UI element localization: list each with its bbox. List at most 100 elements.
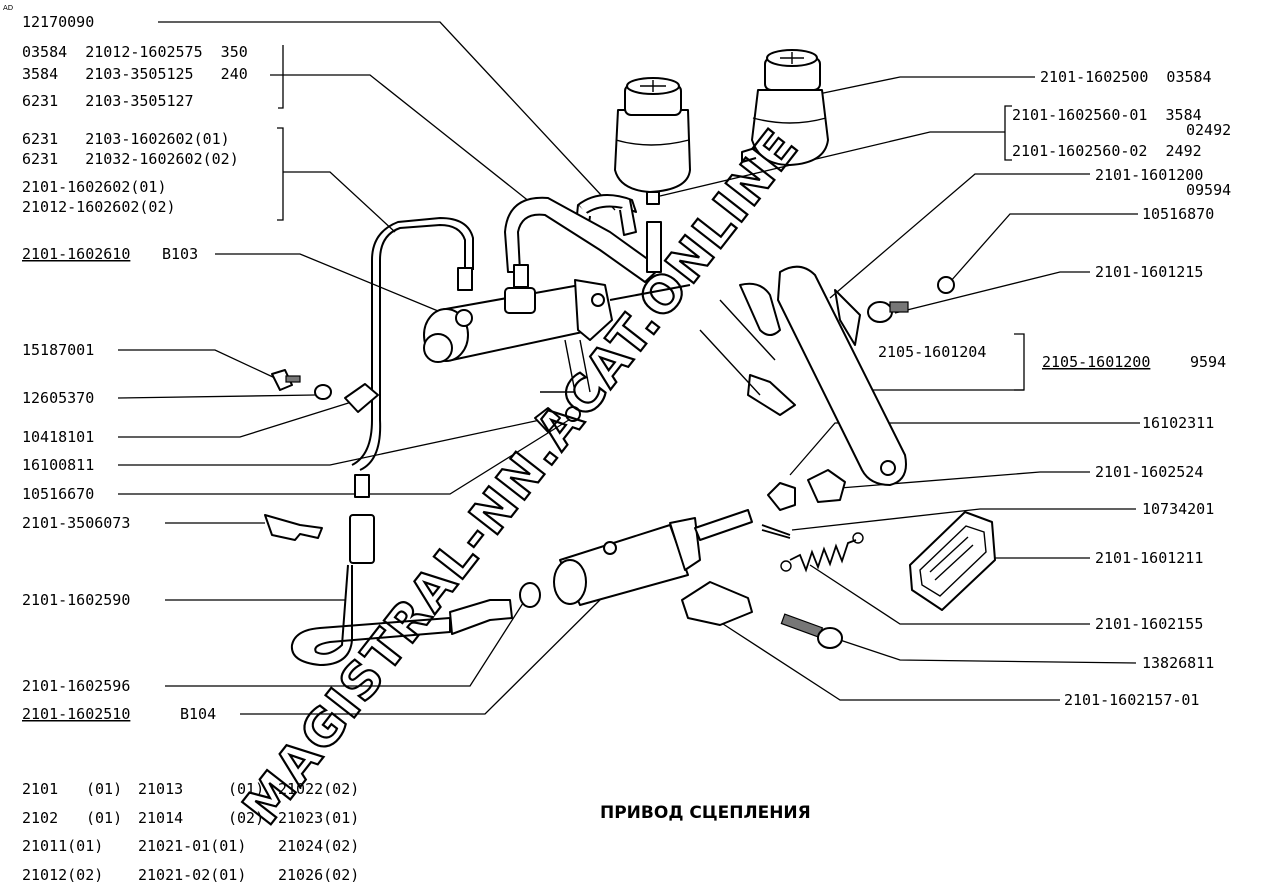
- leader-2101-1602610: [215, 253, 456, 319]
- label-10516870: 10516870: [1142, 205, 1214, 223]
- label-10516670: 10516670: [22, 485, 94, 503]
- label-2101-1601200: 2101-1601200: [1095, 166, 1203, 184]
- washer-10516670: [565, 406, 581, 422]
- pivot-ball-thread: [889, 301, 909, 313]
- spring-hook-left: [780, 560, 792, 572]
- washer-10516870: [937, 276, 955, 294]
- spring-coils: [789, 539, 857, 573]
- clamp-band: [577, 194, 637, 215]
- clamp-right: [619, 199, 637, 236]
- bolt-13826811-thread: [780, 613, 824, 638]
- model-cell: 21014: [138, 809, 183, 827]
- label-2101-1601211: 2101-1601211: [1095, 549, 1203, 567]
- bracket-2101-3506073: [264, 514, 323, 541]
- bolt-13826811-head: [817, 627, 843, 649]
- bolt-15187001: [271, 369, 293, 391]
- leader-2101-1602524: [839, 471, 1090, 489]
- pushrod: [609, 284, 691, 301]
- model-cell: 21012(02): [22, 866, 103, 884]
- label-2105-1601200-suffix: 9594: [1190, 353, 1226, 371]
- label-21012-1602575: 03584 21012-1602575 350: [22, 43, 248, 61]
- label-2101-1602510: 2101-1602510: [22, 705, 130, 723]
- model-cell: (01): [228, 780, 264, 798]
- leader-12605370: [117, 394, 316, 399]
- leader-10418101: [118, 399, 359, 438]
- bracket-pipe-group: [277, 127, 284, 221]
- label-2101-1602155: 2101-1602155: [1095, 615, 1203, 633]
- label-2103-1602602: 6231 2103-1602602(01): [22, 130, 230, 148]
- model-cell: 21011(01): [22, 837, 103, 855]
- pivot-ball: [867, 276, 955, 323]
- label-2101-1602157-01: 2101-1602157-01: [1064, 691, 1199, 709]
- return-spring: [780, 532, 864, 573]
- label-15187001: 15187001: [22, 341, 94, 359]
- hose-body: [290, 564, 451, 666]
- label-2101-1602524: 2101-1602524: [1095, 463, 1203, 481]
- label-2101-1602590: 2101-1602590: [22, 591, 130, 609]
- reservoir-left-ridge: [615, 139, 690, 146]
- metal-pipe: [351, 216, 474, 471]
- label-16102311: 16102311: [1142, 414, 1214, 432]
- reservoir-right-body: [751, 89, 829, 166]
- pedal-pad: [909, 511, 996, 611]
- reservoir-left-cap-cross: [640, 80, 666, 92]
- label-2105-1601200: 2105-1601200: [1042, 353, 1150, 371]
- model-cell: 21022(02): [278, 780, 359, 798]
- model-cell: 21013: [138, 780, 183, 798]
- fork-left: [739, 282, 781, 336]
- left-fasteners: [271, 369, 581, 433]
- label-21012-1602602: 21012-1602602(02): [22, 198, 176, 216]
- reservoir-right: [741, 49, 829, 166]
- label-2101-3506073: 2101-3506073: [22, 514, 130, 532]
- fork-edge-lines: [699, 299, 776, 396]
- leader-hose-group: [270, 74, 541, 211]
- bracket-hose-group: [278, 45, 284, 109]
- pedal-pad-grooves: [929, 536, 974, 581]
- bleed-screw: [603, 541, 617, 555]
- label-2103-3505127: 6231 2103-3505127: [22, 92, 194, 110]
- label-21032-1602602: 6231 21032-1602602(02): [22, 150, 239, 168]
- reservoir-right-outlet: [741, 147, 757, 163]
- model-cell: 21024(02): [278, 837, 359, 855]
- model-cell: 21026(02): [278, 866, 359, 884]
- pedal-pad-body: [909, 511, 996, 611]
- bolt-thread: [285, 375, 301, 383]
- leader-12170090: [158, 21, 616, 211]
- hose-union: [449, 599, 513, 635]
- label-2101-1602610-suffix: B103: [162, 245, 198, 263]
- label-2101-1602560-01: 2101-1602560-01 3584: [1012, 106, 1202, 124]
- model-cell: 2101: [22, 780, 58, 798]
- pipe-fittings: [354, 267, 473, 498]
- leader-2101-1601200: [829, 173, 1090, 299]
- nut-2101-1602524: [807, 469, 846, 503]
- leader-16100811: [118, 419, 541, 466]
- leader-10516870: [949, 213, 1138, 283]
- label-12170090: 12170090: [22, 13, 94, 31]
- fork-lower-tab: [747, 374, 796, 416]
- slave-cylinder: [519, 509, 753, 608]
- reservoir-left-body: [614, 109, 691, 193]
- left-label-group: 12170090 03584 21012-1602575 350 3584 21…: [22, 13, 248, 723]
- cotter-pin: [761, 524, 791, 539]
- model-cell: 21023(01): [278, 809, 359, 827]
- fork-arm: [777, 265, 907, 486]
- slave-washer: [519, 582, 541, 608]
- leader-2101-1602596: [165, 599, 526, 687]
- slave-pushrod: [694, 509, 753, 541]
- diagram-title: ПРИВОД СЦЕПЛЕНИЯ: [600, 803, 811, 823]
- slave-cylinder-end: [553, 559, 587, 605]
- flexible-hose: [290, 514, 513, 666]
- label-10734201: 10734201: [1142, 500, 1214, 518]
- reservoir-right-cap-cross: [780, 52, 804, 64]
- flange-hole: [591, 293, 605, 307]
- master-cylinder-inlet: [513, 264, 529, 288]
- leader-2101-1602500: [789, 76, 1035, 101]
- model-cell: (01): [86, 809, 122, 827]
- reservoir-left-outlet: [646, 191, 660, 205]
- hose-end-fitting: [349, 514, 375, 564]
- leader-2101-1602560: [659, 131, 1005, 197]
- label-12605370: 12605370: [22, 389, 94, 407]
- master-cylinder-boss: [504, 287, 536, 314]
- leader-2101-1601215: [894, 271, 1090, 314]
